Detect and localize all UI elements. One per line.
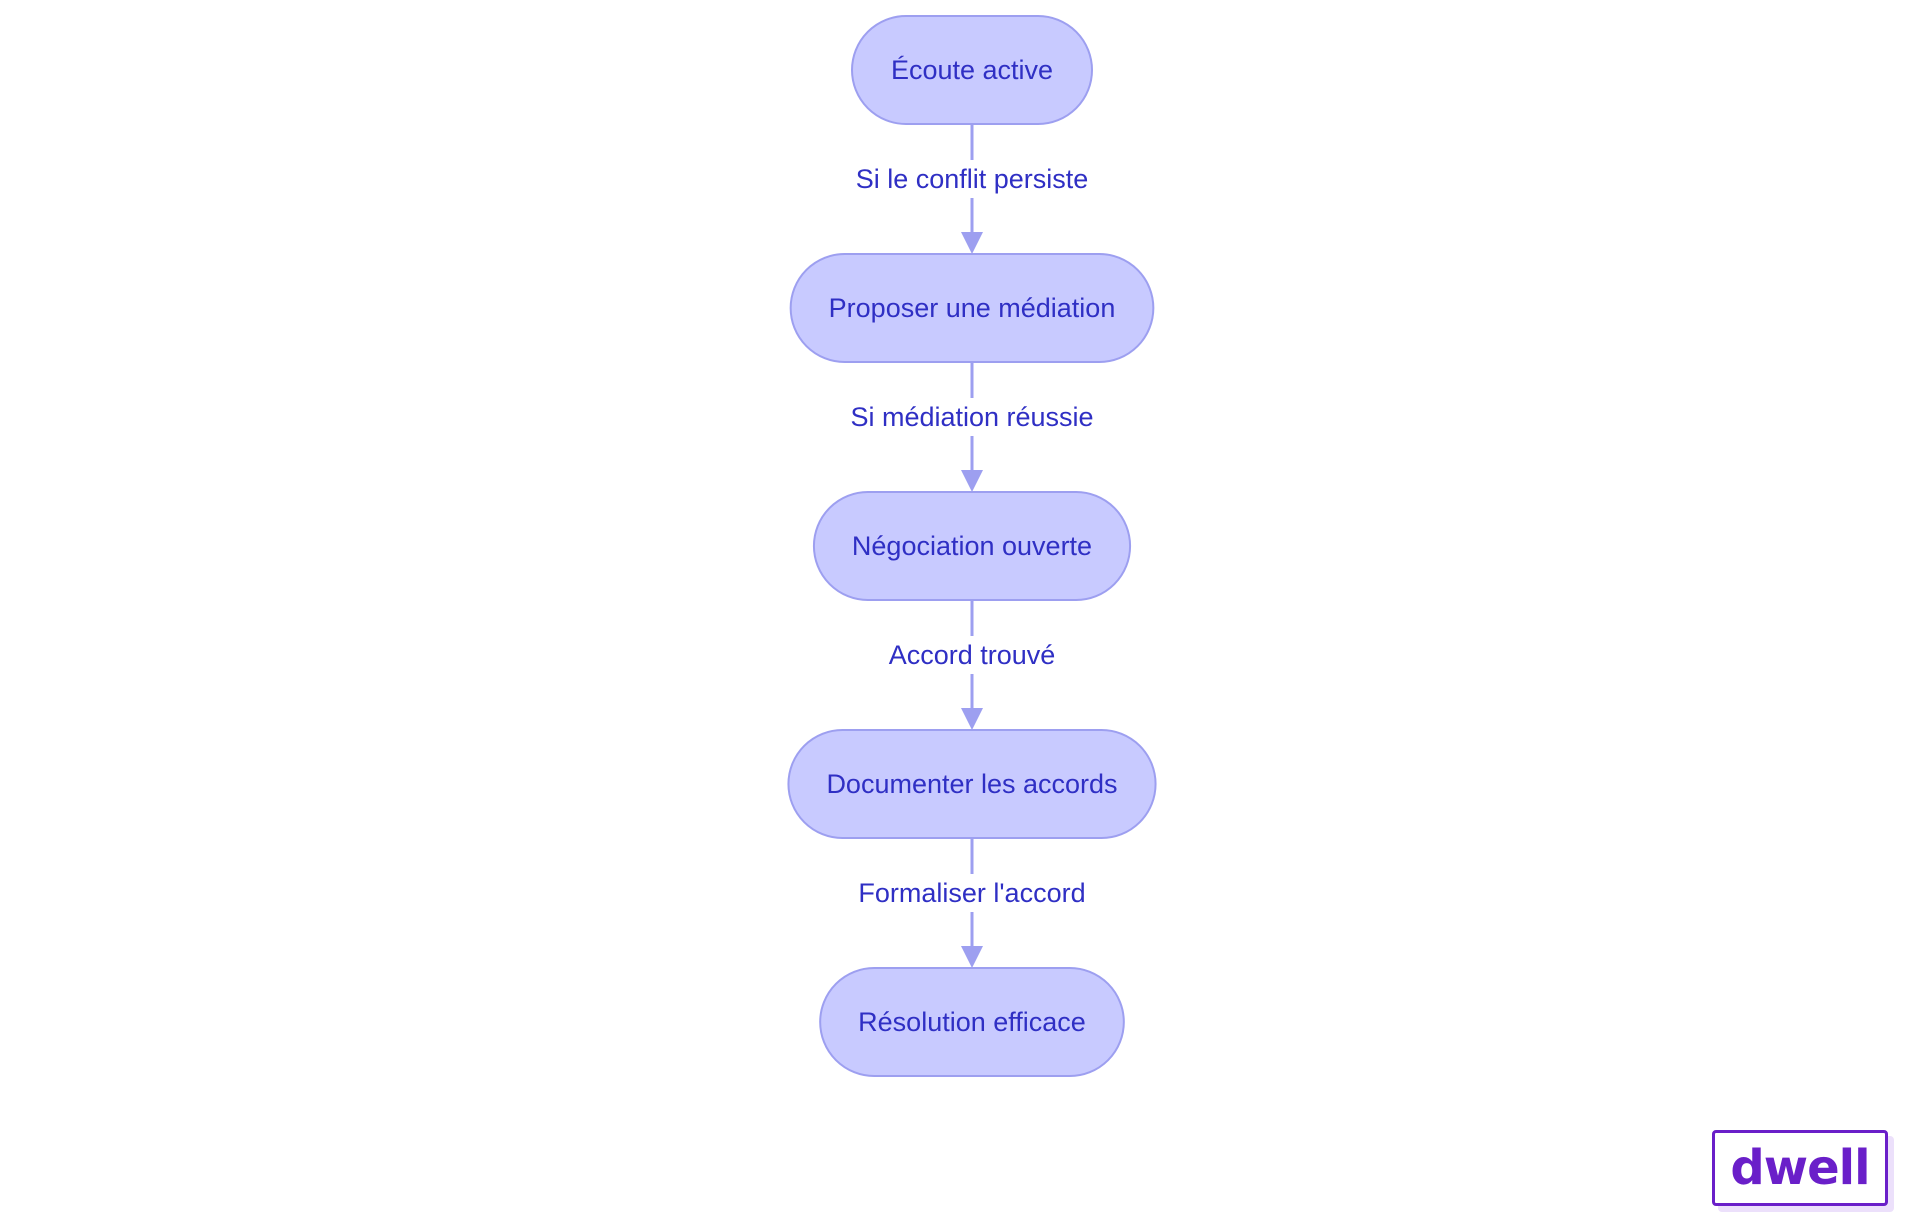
flow-node-label: Proposer une médiation bbox=[829, 293, 1116, 323]
flow-node-label: Documenter les accords bbox=[826, 769, 1117, 799]
flow-edge-label-background bbox=[851, 160, 1093, 198]
flow-edge-label: Accord trouvé bbox=[889, 640, 1056, 670]
flow-edge-label: Si médiation réussie bbox=[850, 402, 1093, 432]
flow-node-shape bbox=[812, 491, 1132, 601]
dwell-logo: dwell bbox=[1712, 1130, 1888, 1206]
flow-node: Documenter les accords bbox=[787, 729, 1157, 839]
flow-node: Proposer une médiation bbox=[789, 253, 1155, 363]
flow-edge-label-background bbox=[884, 636, 1060, 674]
flow-node: Écoute active bbox=[851, 15, 1093, 125]
flow-edge-label: Formaliser l'accord bbox=[858, 878, 1085, 908]
flow-edge-label: Si le conflit persiste bbox=[856, 164, 1089, 194]
flow-edge-arrowhead bbox=[961, 232, 983, 254]
flow-edge: Formaliser l'accord bbox=[854, 838, 1090, 968]
flow-node: Négociation ouverte bbox=[812, 491, 1132, 601]
flow-edge: Si médiation réussie bbox=[846, 362, 1098, 492]
flow-node-shape bbox=[819, 967, 1125, 1077]
flow-edge: Si le conflit persiste bbox=[851, 124, 1093, 254]
flow-edge-arrowhead bbox=[961, 946, 983, 968]
flow-node-shape bbox=[851, 15, 1093, 125]
flow-edge-arrowhead bbox=[961, 470, 983, 492]
flow-edge-label-background bbox=[854, 874, 1090, 912]
logo-text: dwell bbox=[1730, 1140, 1870, 1196]
flow-node-label: Négociation ouverte bbox=[852, 531, 1092, 561]
flow-node-label: Résolution efficace bbox=[858, 1007, 1086, 1037]
flow-edge-arrowhead bbox=[961, 708, 983, 730]
edges-layer: Si le conflit persiste Si médiation réuss… bbox=[846, 124, 1098, 968]
flow-edge: Accord trouvé bbox=[884, 600, 1060, 730]
flow-edge-label-background bbox=[846, 398, 1098, 436]
flow-node: Résolution efficace bbox=[819, 967, 1125, 1077]
flow-node-shape bbox=[787, 729, 1157, 839]
flow-node-shape bbox=[789, 253, 1155, 363]
flow-node-label: Écoute active bbox=[891, 55, 1053, 85]
